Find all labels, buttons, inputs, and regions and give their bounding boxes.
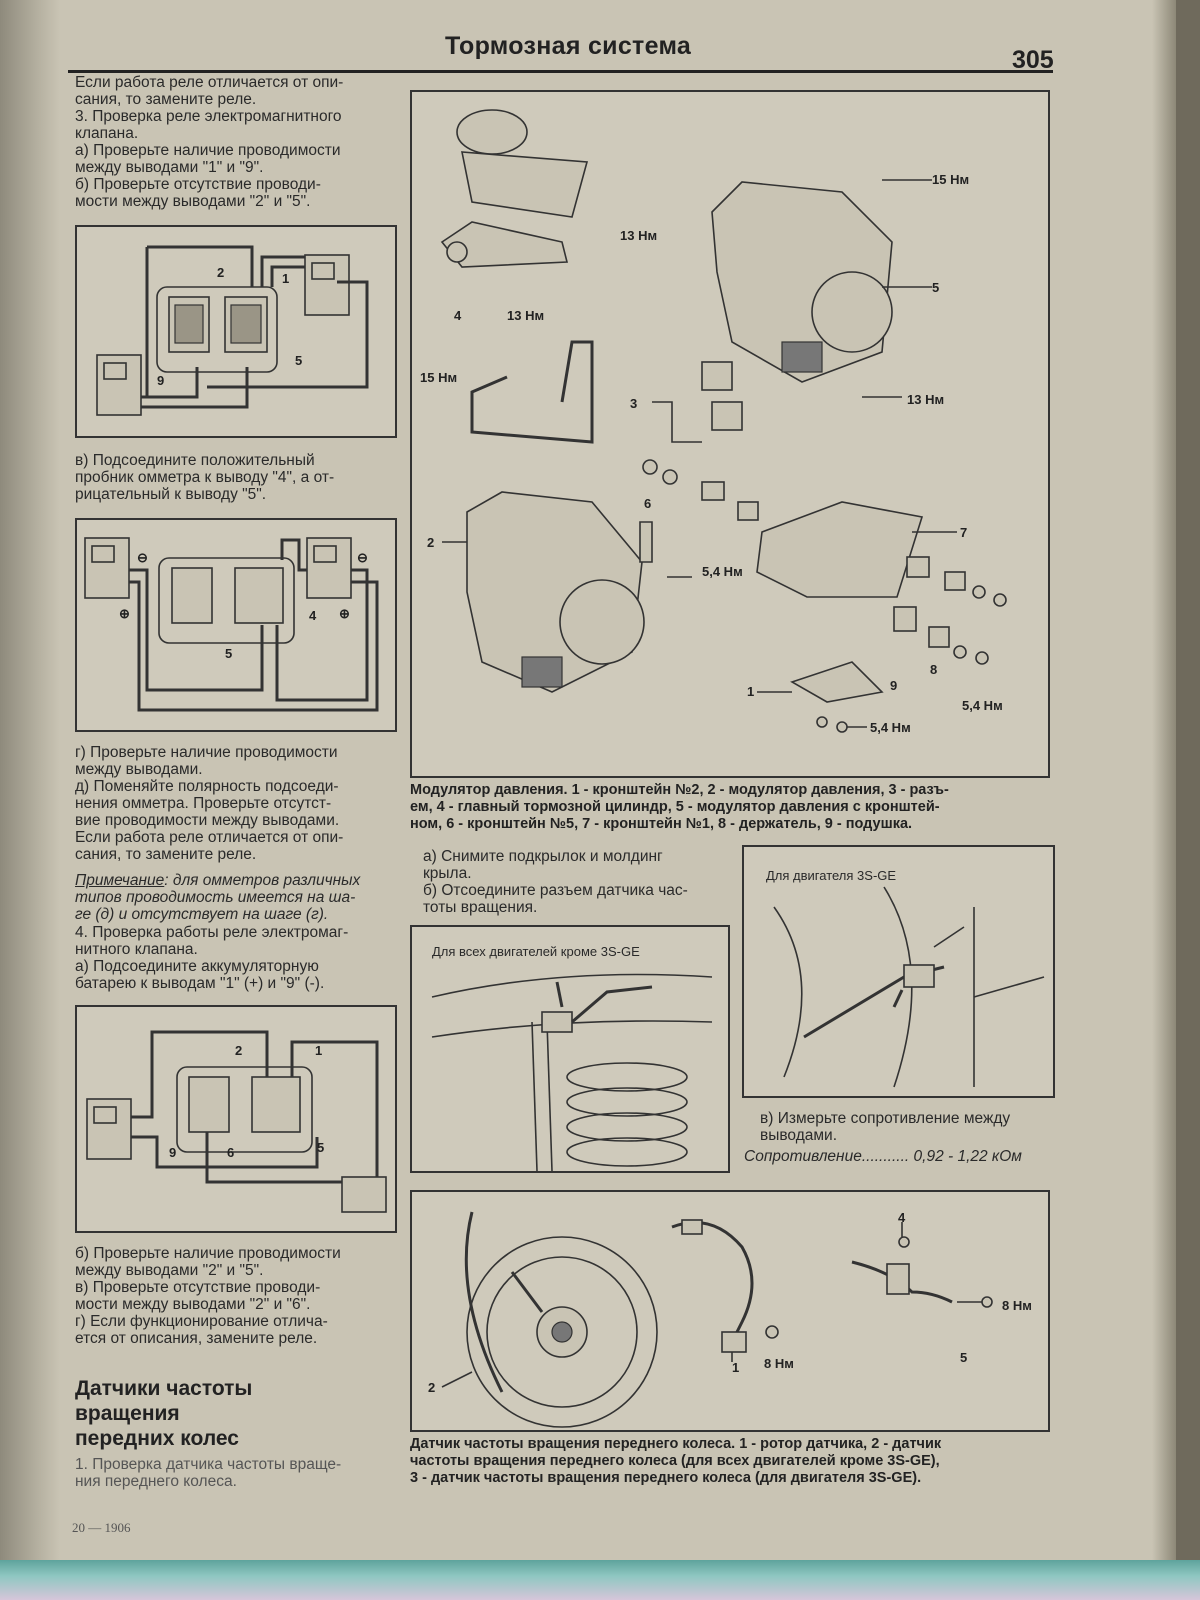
- sensor-label-2: 2: [428, 1380, 435, 1395]
- note-body: : для омметров различных типов проводимо…: [75, 872, 361, 923]
- sensor-label-1: 1: [732, 1360, 739, 1375]
- sensor-exploded-view: 1 2 4 5 8 Нм 8 Нм: [428, 1210, 1032, 1428]
- figure-caption-modulator: Модулятор давления. 1 - кронштейн №2, 2 …: [410, 782, 949, 832]
- figure-connector-all-engines: Для всех двигателей кроме 3S-GE: [410, 925, 730, 1173]
- fig2-plus-right: ⊕: [339, 606, 350, 621]
- connector-illustration-3sge: [773, 886, 1045, 1088]
- figure-relay-ohmmeter-2: ⊖ ⊕ ⊖ ⊕ 4 5: [75, 518, 397, 732]
- fig3-label-9: 9: [169, 1145, 176, 1160]
- page-edge-shadow: [1152, 0, 1176, 1600]
- text-block-relay-operation: 4. Проверка работы реле электромаг- нитн…: [75, 924, 349, 992]
- mod-label-1: 1: [747, 684, 754, 699]
- fig3-label-6: 6: [227, 1145, 234, 1160]
- mod-label-13nm-c: 13 Нм: [907, 392, 944, 407]
- relay-diagram-1: 2 1 9 5: [96, 245, 369, 416]
- resistance-spec: Сопротивление........... 0,92 - 1,22 кОм: [744, 1148, 1064, 1165]
- figure-wheel-speed-sensor: 1 2 4 5 8 Нм 8 Нм: [410, 1190, 1050, 1432]
- sensor-label-4: 4: [898, 1210, 906, 1225]
- relay-diagram-2: ⊖ ⊕ ⊖ ⊕ 4 5: [84, 537, 379, 712]
- text-block-connect-ohmmeter: в) Подсоедините положительный пробник ом…: [75, 452, 335, 503]
- sensor-label-5: 5: [960, 1350, 967, 1365]
- fig1-label-1: 1: [282, 271, 289, 286]
- figure-pressure-modulator: 15 Нм 13 Нм 13 Нм 15 Нм 13 Нм 5,4 Нм 5,4…: [410, 90, 1050, 778]
- page-number: 305: [1012, 46, 1054, 74]
- text-block-measure-resistance: в) Измерьте сопротивление между выводами…: [760, 1110, 1011, 1144]
- mod-label-4: 4: [454, 308, 462, 323]
- mod-label-3: 3: [630, 396, 637, 411]
- page-footer-code: 20 — 1906: [72, 1520, 131, 1535]
- figure-title-3sge: Для двигателя 3S-GE: [766, 868, 897, 883]
- figure-caption-sensor: Датчик частоты вращения переднего колеса…: [410, 1436, 942, 1486]
- fig1-label-9: 9: [157, 373, 164, 388]
- mod-label-6: 6: [644, 496, 651, 511]
- mod-label-2: 2: [427, 535, 434, 550]
- figure-relay-battery: 2 1 9 6 5: [75, 1005, 397, 1233]
- fig2-minus-left: ⊖: [137, 550, 148, 565]
- text-block-remove-fender: а) Снимите подкрылок и молдинг крыла. б)…: [423, 848, 688, 916]
- resistance-label: Сопротивление: [744, 1148, 862, 1165]
- fig1-label-5: 5: [295, 353, 302, 368]
- text-block-relay-results: б) Проверьте наличие проводимости между …: [75, 1245, 341, 1347]
- sensor-label-8nm-b: 8 Нм: [1002, 1298, 1032, 1313]
- mod-label-7: 7: [960, 525, 967, 540]
- fig3-label-2: 2: [235, 1043, 242, 1058]
- text-block-check-continuity: г) Проверьте наличие проводимости между …: [75, 744, 344, 863]
- mod-label-13nm-b: 13 Нм: [507, 308, 544, 323]
- mod-label-5: 5: [932, 280, 939, 295]
- fig3-label-5: 5: [317, 1140, 324, 1155]
- fig2-label-5: 5: [225, 646, 232, 661]
- figure-relay-ohmmeter-1: 2 1 9 5: [75, 225, 397, 438]
- page-header-title: Тормозная система: [445, 32, 692, 60]
- fig2-label-4: 4: [309, 608, 317, 623]
- sensor-label-8nm-a: 8 Нм: [764, 1356, 794, 1371]
- fig3-label-1: 1: [315, 1043, 322, 1058]
- mod-label-9: 9: [890, 678, 897, 693]
- mod-label-15nm-top: 15 Нм: [932, 172, 969, 187]
- note-block: Примечание: для омметров различных типов…: [75, 872, 395, 923]
- resistance-dots: ...........: [861, 1148, 910, 1165]
- mod-label-5-4nm-a: 5,4 Нм: [702, 564, 743, 579]
- figure-title-all-engines: Для всех двигателей кроме 3S-GE: [432, 944, 640, 959]
- connector-illustration-all: [431, 973, 713, 1171]
- fig1-label-2: 2: [217, 265, 224, 280]
- section-heading-wheel-speed-sensors: Датчики частоты вращения передних колес: [75, 1377, 253, 1450]
- figure-connector-3sge: Для двигателя 3S-GE: [742, 845, 1055, 1098]
- fig2-plus-left: ⊕: [119, 606, 130, 621]
- mod-label-13nm-a: 13 Нм: [620, 228, 657, 243]
- modulator-exploded-view: 15 Нм 13 Нм 13 Нм 15 Нм 13 Нм 5,4 Нм 5,4…: [420, 109, 1007, 735]
- text-block-sensor-check: 1. Проверка датчика частоты враще- ния п…: [75, 1456, 342, 1490]
- fig2-minus-right: ⊖: [357, 550, 368, 565]
- mod-label-5-4nm-c: 5,4 Нм: [870, 720, 911, 735]
- text-block-relay-check: Если работа реле отличается от опи- сани…: [75, 74, 344, 210]
- page-binding-shadow: [0, 0, 60, 1600]
- note-title: Примечание: [75, 872, 165, 889]
- relay-diagram-3: 2 1 9 6 5: [86, 1030, 387, 1213]
- header-rule: [68, 70, 1053, 73]
- mod-label-8: 8: [930, 662, 937, 677]
- resistance-value: 0,92 - 1,22 кОм: [913, 1148, 1022, 1165]
- mod-label-15nm-pipe: 15 Нм: [420, 370, 457, 385]
- mod-label-5-4nm-b: 5,4 Нм: [962, 698, 1003, 713]
- book-cover-strip: [0, 1560, 1200, 1600]
